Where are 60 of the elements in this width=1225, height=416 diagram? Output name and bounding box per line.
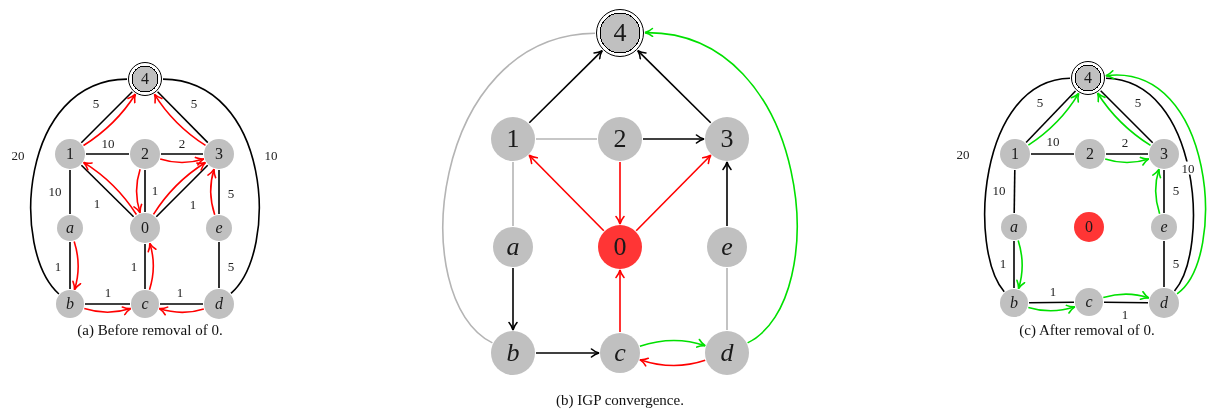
- circle-node: c: [1075, 288, 1103, 316]
- figure-caption: (b) IGP convergence.: [556, 391, 684, 409]
- edge-line: [144, 243, 146, 290]
- edge-line: [30, 78, 128, 295]
- circle-node: e: [1151, 214, 1177, 240]
- circle-node: 0: [598, 225, 642, 269]
- edge-line: [85, 153, 130, 155]
- edge-line: [983, 77, 1071, 293]
- edge-line: [1013, 240, 1015, 289]
- edge-line: [535, 138, 598, 140]
- circle-node: 3: [204, 139, 234, 169]
- circle-node: d: [705, 331, 749, 375]
- circle-node: 1: [1000, 139, 1030, 169]
- edge-label: 10: [1180, 161, 1196, 175]
- circle-node: 0: [130, 213, 160, 243]
- edge-line: [1163, 240, 1165, 288]
- figure-caption: (a) Before removal of 0.: [77, 321, 223, 339]
- circle-node: c: [600, 333, 640, 373]
- circle-node: 0: [1074, 212, 1104, 242]
- edge-line: [442, 32, 596, 344]
- edge-line: [144, 169, 146, 213]
- circle-node: e: [707, 227, 747, 267]
- edge-line: [1105, 153, 1149, 155]
- edge-line: [160, 153, 204, 155]
- double-circle-node: 4: [596, 9, 644, 57]
- circle-node: 1: [491, 117, 535, 161]
- double-circle-node: 4: [128, 62, 162, 96]
- edge-line: [84, 303, 131, 305]
- circle-node: e: [206, 215, 232, 241]
- edge-line: [726, 267, 728, 331]
- edge-line: [218, 241, 220, 289]
- circle-node: c: [131, 290, 159, 318]
- edge-line: [1103, 301, 1149, 304]
- double-circle-node: 4: [1071, 61, 1105, 95]
- edge-line: [218, 169, 220, 215]
- circle-node: a: [493, 227, 533, 267]
- circle-node: b: [491, 331, 535, 375]
- circle-node: 1: [55, 139, 85, 169]
- edge-line: [512, 161, 514, 227]
- circle-node: 2: [1075, 139, 1105, 169]
- circle-node: a: [1001, 214, 1027, 240]
- edge-line: [69, 241, 71, 290]
- figure-caption: (c) After removal of 0.: [1019, 321, 1155, 339]
- edge-line: [162, 78, 260, 295]
- circle-node: d: [1149, 288, 1179, 318]
- edge-line: [1013, 169, 1016, 214]
- edge-line: [1030, 153, 1075, 155]
- circle-node: 3: [1149, 139, 1179, 169]
- circle-node: b: [56, 290, 84, 318]
- edge-line: [1028, 301, 1075, 304]
- edge-line: [1163, 169, 1165, 214]
- circle-node: d: [204, 289, 234, 319]
- circle-node: 2: [598, 117, 642, 161]
- circle-node: 3: [705, 117, 749, 161]
- edge-line: [159, 303, 204, 305]
- circle-node: 2: [130, 139, 160, 169]
- edge-line: [1105, 77, 1195, 292]
- circle-node: b: [1000, 289, 1028, 317]
- edge-line: [69, 169, 71, 215]
- circle-node: a: [57, 215, 83, 241]
